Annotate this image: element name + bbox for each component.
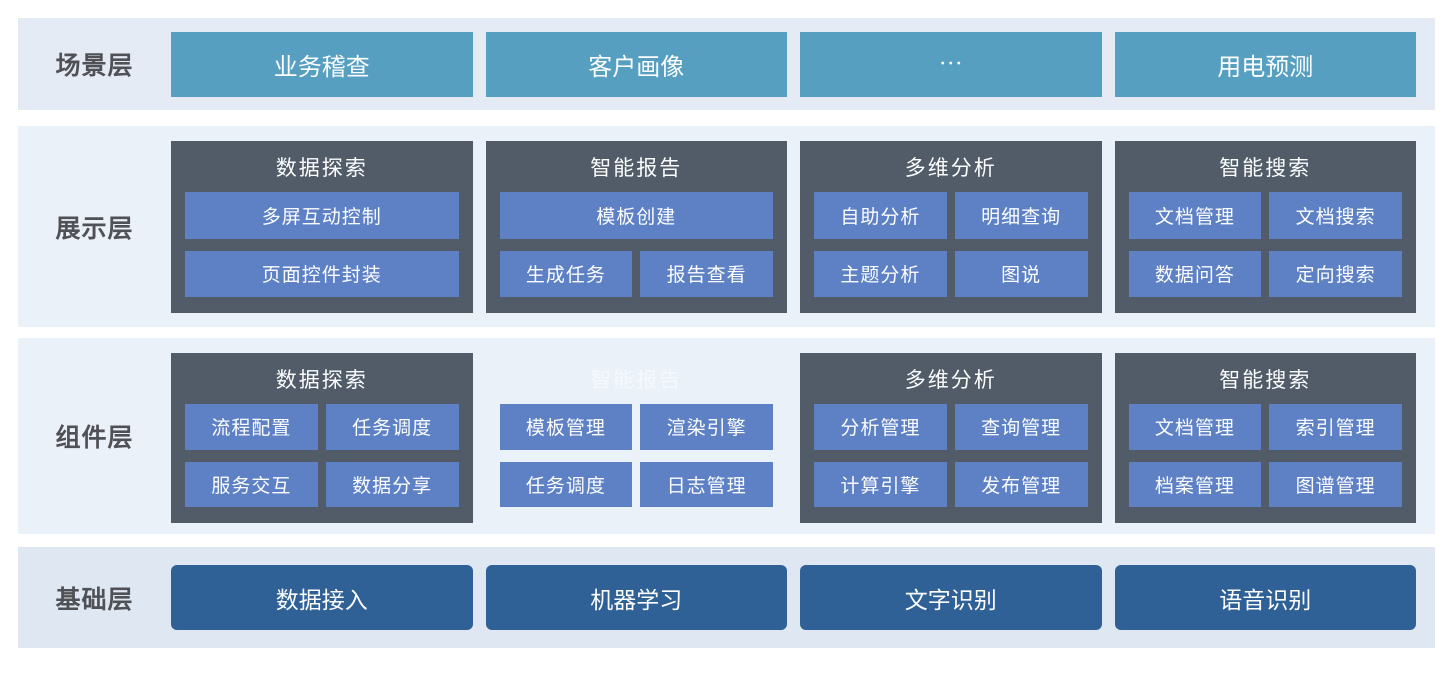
card-body: 文档管理 索引管理 档案管理 图谱管理 (1115, 404, 1417, 523)
item-analysis-management: 分析管理 (814, 404, 947, 450)
card-smart-search: 智能搜索 文档管理 文档搜索 数据问答 定向搜索 (1114, 141, 1417, 313)
card-body: 多屏互动控制 页面控件封装 (171, 192, 473, 313)
item-chart-story: 图说 (954, 250, 1088, 297)
foundation-block-speech-recognition: 语音识别 (1114, 565, 1416, 630)
scenario-block-ellipsis: ··· (800, 31, 1102, 97)
card-body: 文档管理 文档搜索 数据问答 定向搜索 (1115, 192, 1417, 313)
item-task-scheduling: 任务调度 (499, 461, 633, 507)
item-data-qa: 数据问答 (1128, 250, 1262, 297)
display-layer-label-col: 展示层 (18, 126, 171, 327)
item-data-sharing: 数据分享 (325, 461, 459, 507)
item-query-management: 查询管理 (954, 404, 1088, 450)
item-template-management: 模板管理 (499, 404, 633, 450)
card-smart-report: 智能报告 模板创建 生成任务 报告查看 (485, 141, 788, 313)
item-selfservice-analysis: 自助分析 (814, 192, 947, 239)
card-title: 数据探索 (275, 155, 368, 180)
card-data-exploration: 数据探索 多屏互动控制 页面控件封装 (171, 141, 473, 313)
card-title: 智能报告 (590, 155, 683, 180)
card-body: 模板管理 渲染引擎 任务调度 日志管理 (486, 404, 788, 523)
item-flow-config: 流程配置 (185, 404, 318, 450)
card-body: 分析管理 查询管理 计算引擎 发布管理 (800, 404, 1102, 523)
item-generate-task: 生成任务 (499, 250, 633, 297)
scene-layer-blocks: 业务稽查 客户画像 ··· 用电预测 (171, 18, 1416, 110)
card-multidim-analysis: 多维分析 自助分析 明细查询 主题分析 图说 (800, 141, 1102, 313)
card-smart-report: 智能报告 模板管理 渲染引擎 任务调度 日志管理 (486, 353, 788, 523)
foundation-layer-label-col: 基础层 (18, 547, 171, 648)
item-doc-management: 文档管理 (1128, 192, 1262, 239)
foundation-block-ocr: 文字识别 (800, 565, 1102, 630)
card-title: 智能报告 (590, 367, 683, 392)
scenario-block-customer-profile: 客户画像 (485, 31, 787, 97)
scenario-block-business-audit: 业务稽查 (171, 31, 473, 97)
card-title: 多维分析 (904, 155, 997, 180)
item-log-management: 日志管理 (640, 461, 773, 507)
layer-label: 组件层 (55, 424, 134, 452)
item-detail-query: 明细查询 (954, 192, 1088, 239)
card-title: 数据探索 (275, 367, 368, 392)
card-smart-search: 智能搜索 文档管理 索引管理 档案管理 图谱管理 (1114, 353, 1417, 523)
item-page-widget-package: 页面控件封装 (185, 250, 459, 297)
card-body: 流程配置 任务调度 服务交互 数据分享 (171, 404, 473, 523)
item-template-create: 模板创建 (499, 192, 773, 239)
component-layer-cards: 数据探索 流程配置 任务调度 服务交互 数据分享 智能报告 模板管理 渲染引擎 … (171, 338, 1416, 534)
display-layer-cards: 数据探索 多屏互动控制 页面控件封装 智能报告 模板创建 生成任务 报告查看 多… (171, 126, 1416, 327)
item-doc-search: 文档搜索 (1269, 192, 1402, 239)
component-layer-label-col: 组件层 (18, 338, 171, 534)
foundation-layer-band: 基础层 数据接入 机器学习 文字识别 语音识别 (18, 547, 1435, 648)
scene-layer-band: 场景层 业务稽查 客户画像 ··· 用电预测 (18, 18, 1435, 110)
item-publish-management: 发布管理 (954, 461, 1088, 507)
scenario-block-power-forecast: 用电预测 (1114, 31, 1416, 97)
item-topic-analysis: 主题分析 (814, 250, 947, 297)
layer-label: 场景层 (55, 52, 134, 80)
item-render-engine: 渲染引擎 (640, 404, 773, 450)
foundation-block-data-access: 数据接入 (171, 565, 473, 630)
item-index-management: 索引管理 (1269, 404, 1402, 450)
item-report-view: 报告查看 (640, 250, 773, 297)
scene-layer-label-col: 场景层 (18, 18, 171, 110)
card-body: 模板创建 生成任务 报告查看 (486, 192, 788, 313)
card-body: 自助分析 明细查询 主题分析 图说 (800, 192, 1102, 313)
card-title: 智能搜索 (1219, 155, 1312, 180)
item-directed-search: 定向搜索 (1269, 250, 1402, 297)
item-service-interaction: 服务交互 (185, 461, 318, 507)
item-task-scheduling: 任务调度 (325, 404, 459, 450)
card-data-exploration: 数据探索 流程配置 任务调度 服务交互 数据分享 (171, 353, 473, 523)
item-graph-management: 图谱管理 (1269, 461, 1402, 507)
item-multiscreen-control: 多屏互动控制 (185, 192, 459, 239)
foundation-block-machine-learning: 机器学习 (485, 565, 787, 630)
item-doc-management: 文档管理 (1128, 404, 1262, 450)
item-archive-management: 档案管理 (1128, 461, 1262, 507)
layer-label: 基础层 (55, 585, 134, 614)
component-layer-band: 组件层 数据探索 流程配置 任务调度 服务交互 数据分享 智能报告 模板管理 渲… (18, 338, 1435, 534)
card-multidim-analysis: 多维分析 分析管理 查询管理 计算引擎 发布管理 (800, 353, 1102, 523)
item-compute-engine: 计算引擎 (814, 461, 947, 507)
layer-label: 展示层 (55, 214, 134, 243)
foundation-layer-blocks: 数据接入 机器学习 文字识别 语音识别 (171, 547, 1416, 648)
card-title: 智能搜索 (1219, 367, 1312, 392)
display-layer-band: 展示层 数据探索 多屏互动控制 页面控件封装 智能报告 模板创建 生成任务 报告… (18, 126, 1435, 327)
card-title: 多维分析 (904, 367, 997, 392)
